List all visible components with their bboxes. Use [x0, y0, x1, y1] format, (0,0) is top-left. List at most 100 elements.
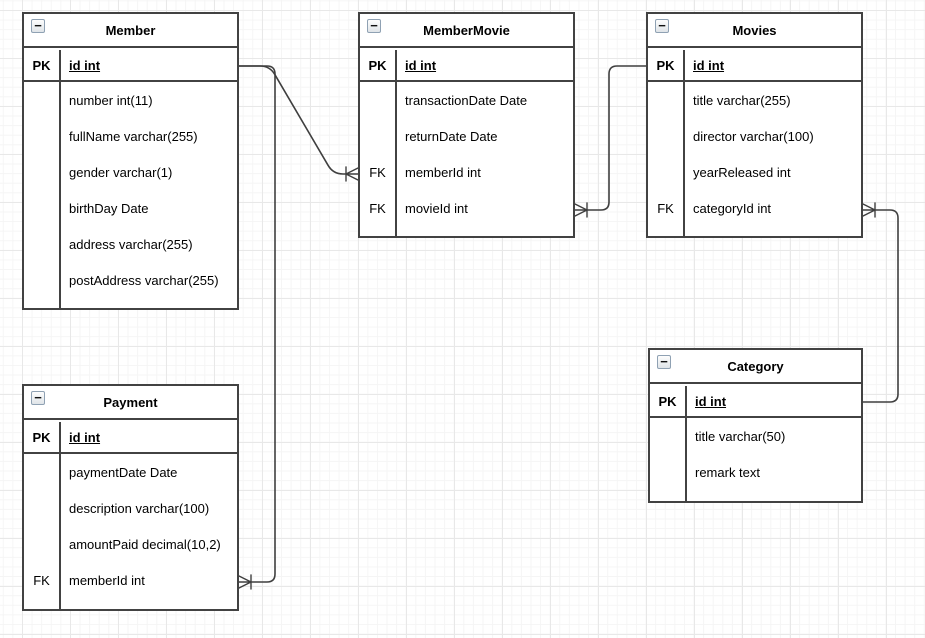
- entity-title: Member: [105, 22, 156, 38]
- entity-header[interactable]: − MemberMovie: [360, 14, 573, 48]
- field-label: movieId int: [405, 200, 468, 216]
- pk-key-label: PK: [32, 429, 51, 445]
- key-label: FK: [33, 572, 50, 588]
- field-label: memberId int: [69, 572, 145, 588]
- pk-row[interactable]: PK id int: [360, 50, 573, 82]
- pk-field-label: id int: [69, 57, 101, 73]
- entity-table-movies[interactable]: − Movies PK id int title varchar(255) dir…: [646, 12, 863, 238]
- field-label: description varchar(100): [69, 500, 210, 516]
- field-label: number int(11): [69, 92, 153, 108]
- entity-fields: PK id int title varchar(50) remark text: [650, 386, 861, 501]
- table-body: title varchar(255) director varchar(100) y…: [648, 82, 861, 226]
- table-body: title varchar(50) remark text: [650, 418, 861, 490]
- table-body: paymentDate Date description varchar(100)…: [24, 454, 237, 598]
- key-label: FK: [369, 164, 386, 180]
- field-row[interactable]: returnDate Date: [360, 118, 573, 154]
- entity-table-payment[interactable]: − Payment PK id int paymentDate Date desc…: [22, 384, 239, 611]
- collapse-minus-icon[interactable]: −: [31, 19, 45, 33]
- field-row[interactable]: birthDay Date: [24, 190, 237, 226]
- relationship-line[interactable]: [862, 209, 899, 403]
- entity-fields: PK id int paymentDate Date description va…: [24, 422, 237, 609]
- field-label: yearReleased int: [693, 164, 791, 180]
- relationship-movies-to-membermovie[interactable]: [574, 65, 647, 218]
- field-label: remark text: [695, 464, 761, 480]
- field-label: title varchar(50): [695, 428, 786, 444]
- collapse-minus-icon[interactable]: −: [657, 355, 671, 369]
- field-row[interactable]: FK categoryId int: [648, 190, 861, 226]
- pk-field-label: id int: [693, 57, 725, 73]
- relationship-line[interactable]: [586, 65, 647, 211]
- field-label: transactionDate Date: [405, 92, 528, 108]
- field-row[interactable]: number int(11): [24, 82, 237, 118]
- relationship-member-to-payment[interactable]: [238, 65, 276, 590]
- entity-header[interactable]: − Movies: [648, 14, 861, 48]
- field-label: fullName varchar(255): [69, 128, 198, 144]
- entity-header[interactable]: − Payment: [24, 386, 237, 420]
- entity-fields: PK id int transactionDate Date returnDate…: [360, 50, 573, 236]
- relationship-member-to-membermovie[interactable]: [238, 65, 359, 182]
- entity-title: Movies: [732, 22, 777, 38]
- field-row[interactable]: remark text: [650, 454, 861, 490]
- relationship-category-to-movies[interactable]: [862, 202, 899, 403]
- field-row[interactable]: postAddress varchar(255): [24, 262, 237, 298]
- entity-table-category[interactable]: − Category PK id int title varchar(50) re…: [648, 348, 863, 503]
- field-label: paymentDate Date: [69, 464, 178, 480]
- field-label: gender varchar(1): [69, 164, 173, 180]
- field-row[interactable]: gender varchar(1): [24, 154, 237, 190]
- field-row[interactable]: description varchar(100): [24, 490, 237, 526]
- pk-key-label: PK: [656, 57, 675, 73]
- field-row[interactable]: title varchar(255): [648, 82, 861, 118]
- field-row[interactable]: FK memberId int: [24, 562, 237, 598]
- entity-title: Category: [727, 358, 784, 374]
- table-body: number int(11) fullName varchar(255) gende…: [24, 82, 237, 298]
- pk-field-label: id int: [69, 429, 101, 445]
- pk-field-label: id int: [405, 57, 437, 73]
- pk-field-label: id int: [695, 393, 727, 409]
- entity-header[interactable]: − Member: [24, 14, 237, 48]
- entity-header[interactable]: − Category: [650, 350, 861, 384]
- crows-foot-many-icon: [345, 166, 359, 182]
- pk-row[interactable]: PK id int: [24, 422, 237, 454]
- field-row[interactable]: director varchar(100): [648, 118, 861, 154]
- pk-row[interactable]: PK id int: [650, 386, 861, 418]
- key-label: FK: [657, 200, 674, 216]
- pk-row[interactable]: PK id int: [648, 50, 861, 82]
- field-row[interactable]: amountPaid decimal(10,2): [24, 526, 237, 562]
- entity-table-member[interactable]: − Member PK id int number int(11) fullNam…: [22, 12, 239, 310]
- field-row[interactable]: title varchar(50): [650, 418, 861, 454]
- collapse-minus-icon[interactable]: −: [367, 19, 381, 33]
- collapse-minus-icon[interactable]: −: [31, 391, 45, 405]
- crows-foot-many-icon: [238, 574, 252, 590]
- field-row[interactable]: transactionDate Date: [360, 82, 573, 118]
- entity-title: Payment: [103, 394, 158, 410]
- field-row[interactable]: yearReleased int: [648, 154, 861, 190]
- pk-key-label: PK: [658, 393, 677, 409]
- pk-row[interactable]: PK id int: [24, 50, 237, 82]
- relationship-line[interactable]: [238, 65, 347, 175]
- field-label: address varchar(255): [69, 236, 193, 252]
- field-label: memberId int: [405, 164, 481, 180]
- pk-key-label: PK: [368, 57, 387, 73]
- collapse-minus-icon[interactable]: −: [655, 19, 669, 33]
- field-row[interactable]: fullName varchar(255): [24, 118, 237, 154]
- field-label: categoryId int: [693, 200, 772, 216]
- field-row[interactable]: FK memberId int: [360, 154, 573, 190]
- entity-fields: PK id int title varchar(255) director var…: [648, 50, 861, 236]
- entity-title: MemberMovie: [423, 22, 510, 38]
- field-label: birthDay Date: [69, 200, 149, 216]
- field-label: amountPaid decimal(10,2): [69, 536, 221, 552]
- pk-key-label: PK: [32, 57, 51, 73]
- field-label: title varchar(255): [693, 92, 791, 108]
- field-label: director varchar(100): [693, 128, 814, 144]
- key-label: FK: [369, 200, 386, 216]
- field-row[interactable]: paymentDate Date: [24, 454, 237, 490]
- entity-table-membermovie[interactable]: − MemberMovie PK id int transactionDate …: [358, 12, 575, 238]
- crows-foot-many-icon: [862, 202, 876, 218]
- field-row[interactable]: FK movieId int: [360, 190, 573, 226]
- field-row[interactable]: address varchar(255): [24, 226, 237, 262]
- field-label: returnDate Date: [405, 128, 498, 144]
- entity-fields: PK id int number int(11) fullName varchar…: [24, 50, 237, 308]
- relationship-line[interactable]: [238, 65, 276, 583]
